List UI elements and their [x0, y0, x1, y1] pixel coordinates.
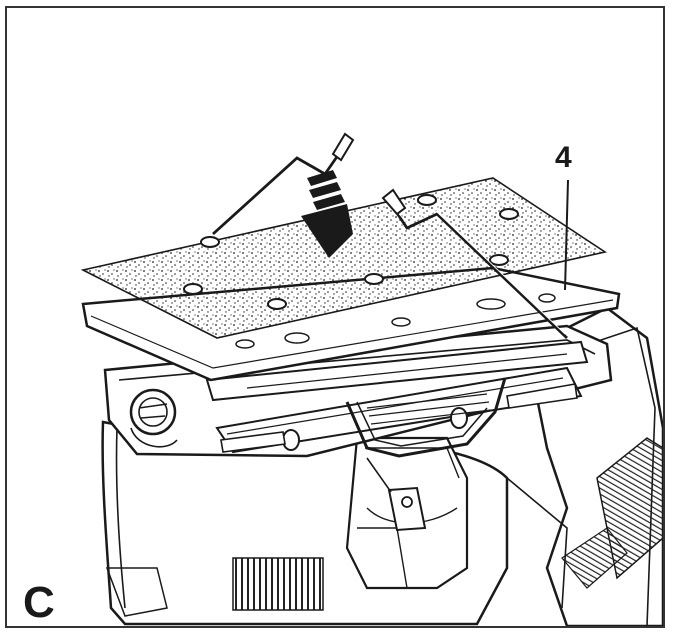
motor-housing — [101, 420, 509, 626]
push-down-arrow — [301, 170, 353, 258]
callout-4-label: 4 — [555, 141, 572, 174]
platen-edge — [205, 340, 589, 425]
clamp-lever-right — [381, 188, 568, 340]
sander-illustration — [80, 132, 663, 626]
vent-slots — [232, 557, 324, 611]
clamp-lever-left — [212, 132, 355, 236]
figure-label: C — [23, 578, 55, 627]
sandpaper-sheet — [80, 177, 608, 339]
figure-frame: 4 C — [5, 6, 665, 628]
callout-4-leader — [564, 179, 569, 291]
dust-holes — [183, 194, 519, 310]
